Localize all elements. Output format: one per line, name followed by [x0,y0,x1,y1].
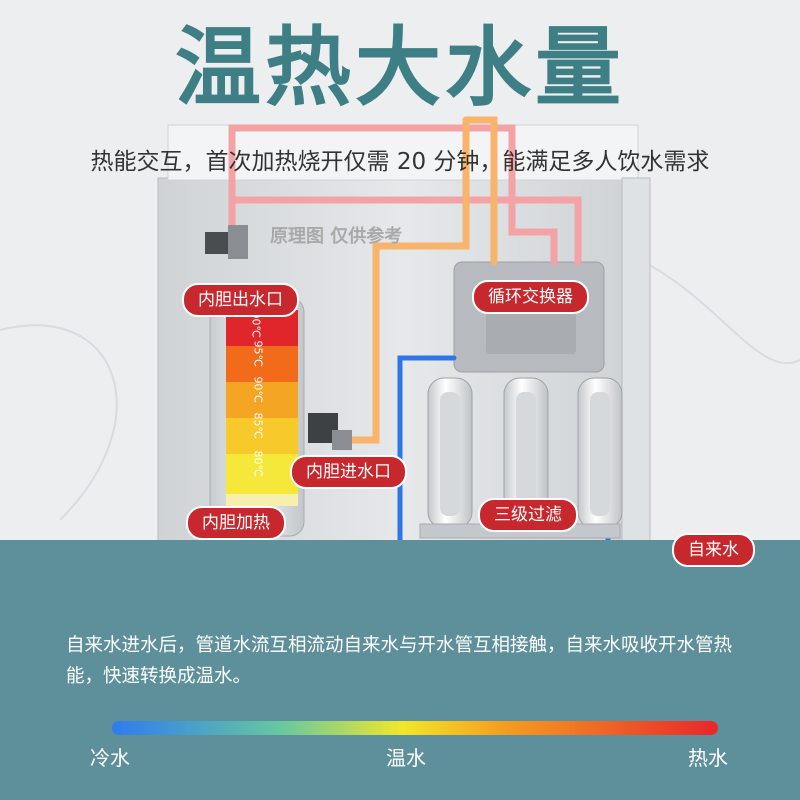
legend-cold: 冷水 [90,746,130,770]
temp-band-95 [226,346,298,382]
tag-tank-inlet: 内胆进水口 [290,455,407,489]
temp-label-85: 85℃ [251,412,265,439]
tag-tap-water: 自来水 [672,533,755,567]
warm-pipe [336,116,470,444]
tag-filtration: 三级过滤 [478,498,578,532]
temp-band-90 [226,382,298,418]
tag-heat-exchanger: 循环交换器 [472,280,589,314]
page-subtitle: 热能交互，首次加热烧开仅需 20 分钟，能满足多人饮水需求 [90,149,710,175]
diagram-note: 原理图 仅供参考 [270,226,403,247]
legend-warm: 温水 [386,746,426,770]
temp-label-95: 95℃ [251,340,265,367]
hot-pipe [228,124,558,266]
tag-tank-outlet: 内胆出水口 [182,283,299,317]
page-title: 温热大水量 [175,18,625,118]
temp-band-80 [226,454,298,494]
temp-label-80: 80℃ [251,450,265,477]
bottom-panel [0,540,800,800]
legend-hot: 热水 [688,746,728,770]
filter-cartridges [427,377,623,529]
tag-tank-heating: 内胆加热 [186,506,286,540]
temp-label-90: 90℃ [251,376,265,403]
temperature-gradient-bar [112,721,718,735]
temp-band-85 [226,418,298,454]
description-text: 自来水进水后，管道水流互相流动自来水与开水管互相接触，自来水吸收开水管热能，快速… [66,635,733,687]
